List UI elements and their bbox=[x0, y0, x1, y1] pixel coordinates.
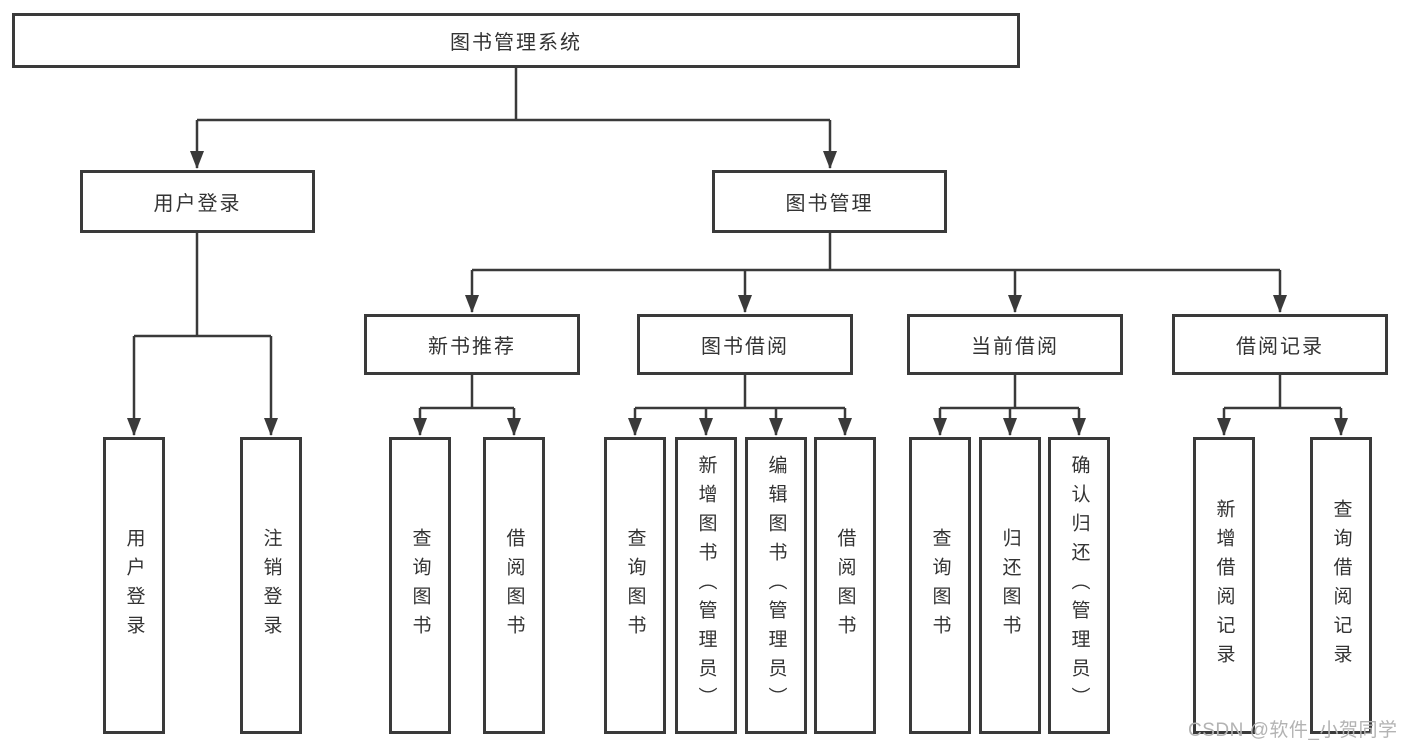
node-label: 借阅记录 bbox=[1236, 336, 1324, 358]
csdn-watermark: CSDN @软件_小贺同学 bbox=[1188, 720, 1398, 741]
node-current-borrowing: 当前借阅 bbox=[907, 314, 1123, 375]
node-label: 新增借阅记录 bbox=[1213, 498, 1235, 673]
node-borrowing-records: 借阅记录 bbox=[1172, 314, 1388, 375]
node-label: 新增图书（管理员） bbox=[695, 455, 717, 716]
node-borrowing-edit-book-admin: 编辑图书（管理员） bbox=[745, 437, 807, 734]
node-label: 查询图书 bbox=[409, 527, 431, 644]
node-borrowing-add-book-admin: 新增图书（管理员） bbox=[675, 437, 737, 734]
node-label: 查询图书 bbox=[929, 527, 951, 644]
node-borrowing-query-books: 查询图书 bbox=[604, 437, 666, 734]
node-current-confirm-return-admin: 确认归还（管理员） bbox=[1048, 437, 1110, 734]
node-recommend-query-books: 查询图书 bbox=[389, 437, 451, 734]
node-book-borrowing: 图书借阅 bbox=[637, 314, 853, 375]
node-label: 图书管理系统 bbox=[450, 32, 582, 54]
node-current-query-books: 查询图书 bbox=[909, 437, 971, 734]
node-logout-leaf: 注销登录 bbox=[240, 437, 302, 734]
node-new-book-recommendation: 新书推荐 bbox=[364, 314, 580, 375]
node-book-management: 图书管理 bbox=[712, 170, 947, 233]
connector-trunk-lines bbox=[134, 68, 1341, 410]
node-label: 当前借阅 bbox=[971, 336, 1059, 358]
node-label: 归还图书 bbox=[999, 527, 1021, 644]
node-label: 用户登录 bbox=[123, 527, 145, 644]
node-records-add-borrow-record: 新增借阅记录 bbox=[1193, 437, 1255, 734]
node-label: 用户登录 bbox=[153, 193, 242, 215]
node-label: 查询借阅记录 bbox=[1330, 498, 1352, 673]
node-label: 借阅图书 bbox=[503, 527, 525, 644]
node-current-return-book: 归还图书 bbox=[979, 437, 1041, 734]
node-records-query-borrow-record: 查询借阅记录 bbox=[1310, 437, 1372, 734]
node-label: 确认归还（管理员） bbox=[1068, 455, 1090, 716]
node-label: 图书借阅 bbox=[701, 336, 789, 358]
node-recommend-borrow-books: 借阅图书 bbox=[483, 437, 545, 734]
node-label: 编辑图书（管理员） bbox=[765, 455, 787, 716]
node-label: 查询图书 bbox=[624, 527, 646, 644]
node-user-login-leaf: 用户登录 bbox=[103, 437, 165, 734]
node-library-management-system: 图书管理系统 bbox=[12, 13, 1020, 68]
node-label: 新书推荐 bbox=[428, 336, 516, 358]
node-borrowing-borrow-books: 借阅图书 bbox=[814, 437, 876, 734]
node-label: 图书管理 bbox=[785, 193, 874, 215]
node-label: 借阅图书 bbox=[834, 527, 856, 644]
node-label: 注销登录 bbox=[260, 527, 282, 644]
node-user-login: 用户登录 bbox=[80, 170, 315, 233]
